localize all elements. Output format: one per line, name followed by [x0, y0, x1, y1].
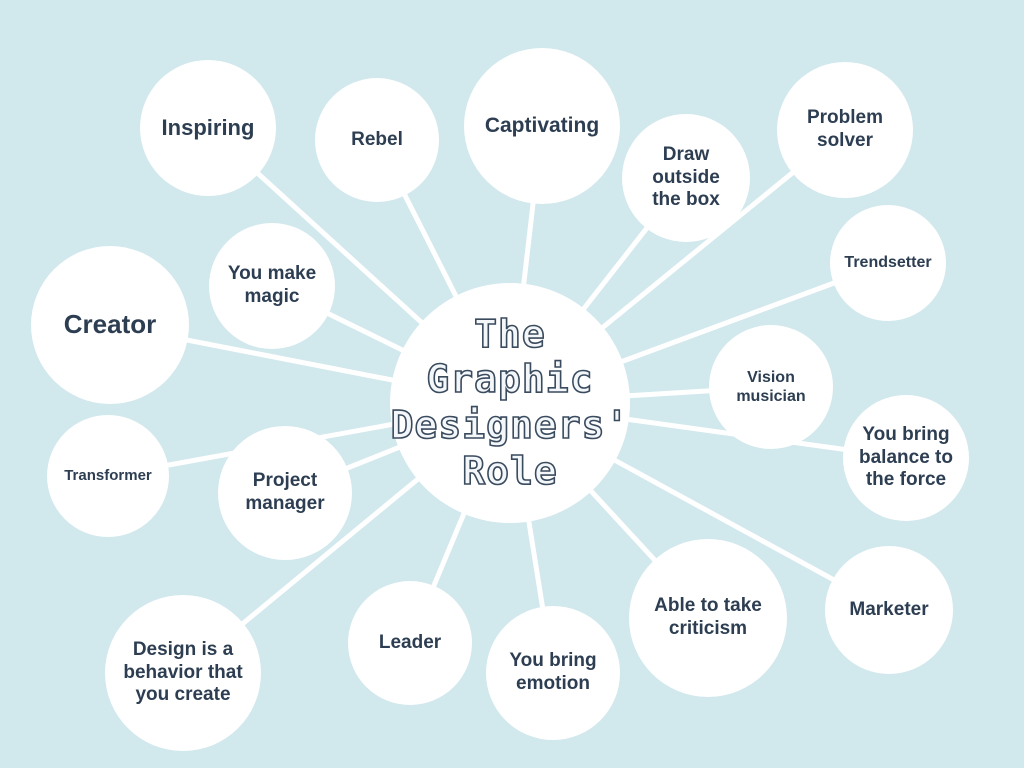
node-able-to-take-criticism: Able to take criticism — [629, 539, 787, 697]
node-label: You make magic — [227, 263, 317, 307]
node-inspiring: Inspiring — [140, 60, 276, 196]
node-draw-outside-the-box: Draw outside the box — [622, 114, 750, 242]
node-label: Captivating — [484, 114, 600, 138]
node-design-is-a-behavior: Design is a behavior that you create — [105, 595, 261, 751]
node-you-make-magic: You make magic — [209, 223, 335, 349]
node-label: Leader — [378, 631, 442, 653]
node-label: Rebel — [351, 128, 403, 150]
node-captivating: Captivating — [464, 48, 620, 204]
node-transformer: Transformer — [47, 415, 169, 537]
node-label: You bring emotion — [509, 650, 597, 694]
node-leader: Leader — [348, 581, 472, 705]
node-label: Creator — [63, 309, 157, 340]
node-label: Transformer — [64, 467, 152, 484]
node-label: Problem solver — [806, 107, 884, 151]
node-you-bring-balance: You bring balance to the force — [843, 395, 969, 521]
node-you-bring-emotion: You bring emotion — [486, 606, 620, 740]
node-problem-solver: Problem solver — [777, 62, 913, 198]
center-title: The Graphic Designers' Role — [390, 311, 630, 493]
node-project-manager: Project manager — [218, 426, 352, 560]
node-marketer: Marketer — [825, 546, 953, 674]
node-creator: Creator — [31, 246, 189, 404]
node-trendsetter: Trendsetter — [830, 205, 946, 321]
center-bubble: The Graphic Designers' Role — [390, 283, 630, 523]
node-label: Vision musician — [736, 368, 806, 405]
node-label: Inspiring — [161, 114, 255, 140]
node-label: You bring balance to the force — [859, 423, 953, 491]
node-label: Project manager — [245, 470, 325, 514]
node-rebel: Rebel — [315, 78, 439, 202]
node-label: Marketer — [849, 598, 929, 620]
node-label: Draw outside the box — [652, 143, 720, 211]
node-label: Able to take criticism — [654, 595, 762, 639]
node-vision-musician: Vision musician — [709, 325, 833, 449]
node-label: Design is a behavior that you create — [123, 638, 243, 706]
node-label: Trendsetter — [844, 254, 932, 272]
